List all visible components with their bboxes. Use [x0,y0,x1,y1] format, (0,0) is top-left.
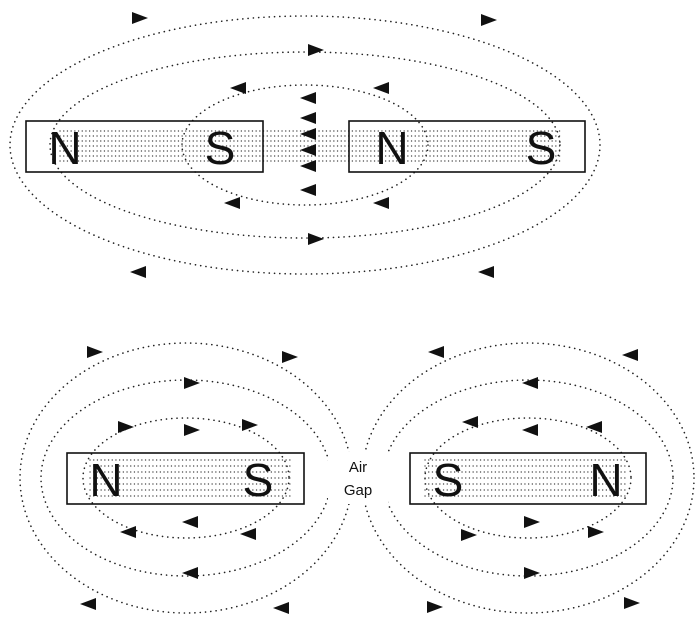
arrow-right [184,424,200,436]
arrow-left [182,516,198,528]
arrow-left [300,92,316,104]
air-gap-label-line2: Gap [344,482,372,499]
bottom-right-loop-2 [382,379,674,577]
arrow-right [308,44,324,56]
arrow-left [300,128,316,140]
arrow-left [300,144,316,156]
arrow-right [524,567,540,579]
pole-label: N [48,122,81,174]
arrow-right [308,233,324,245]
arrow-right [132,12,148,24]
magnet-bar [348,120,586,173]
pole-label: S [243,454,274,506]
magnet-bar [409,452,647,505]
top-figure: N S N S [9,12,601,278]
pole-label: S [205,122,236,174]
arrow-left [373,197,389,209]
top-right-magnet: N S [348,120,586,174]
top-arrows [130,12,497,278]
arrow-left [522,377,538,389]
arrow-left [622,349,638,361]
arrow-right [427,601,443,613]
arrow-left [300,184,316,196]
pole-label: N [375,122,408,174]
bottom-right-loop-1 [361,342,695,614]
top-field-lines [9,15,601,275]
arrow-right [481,14,497,26]
pole-label: S [433,454,464,506]
arrow-right [184,377,200,389]
top-field-loop-3 [181,84,429,206]
magnet-bar [66,452,305,505]
arrow-right [461,529,477,541]
arrow-left [80,598,96,610]
arrow-left [300,160,316,172]
arrow-left [230,82,246,94]
pole-label: S [526,122,557,174]
arrow-left [586,421,602,433]
pole-label: N [89,454,122,506]
arrow-left [130,266,146,278]
pole-label: N [589,454,622,506]
arrow-right [588,526,604,538]
air-gap-label-line1: Air [349,459,367,476]
arrow-left [120,526,136,538]
arrow-right [118,421,134,433]
arrow-left [428,346,444,358]
arrow-right [282,351,298,363]
arrow-left [182,567,198,579]
top-left-magnet: N S [25,120,264,174]
bottom-arrows [80,346,640,614]
bottom-figure: Air Gap N S S N [19,342,695,614]
arrow-right [524,516,540,528]
arrow-left [240,528,256,540]
arrow-left [373,82,389,94]
bottom-right-magnet: S N [409,452,647,506]
arrow-left [522,424,538,436]
arrow-right [87,346,103,358]
arrow-left [300,112,316,124]
bottom-left-loop-3 [82,417,290,539]
arrow-left [462,416,478,428]
arrow-right [242,419,258,431]
bottom-left-magnet: N S [66,452,305,506]
top-field-loop-2 [49,51,561,239]
gap-label-background [328,452,388,504]
top-field-loop-1 [9,15,601,275]
magnet-bar [25,120,264,173]
arrow-left [224,197,240,209]
arrow-left [478,266,494,278]
arrow-right [624,597,640,609]
arrow-left [273,602,289,614]
